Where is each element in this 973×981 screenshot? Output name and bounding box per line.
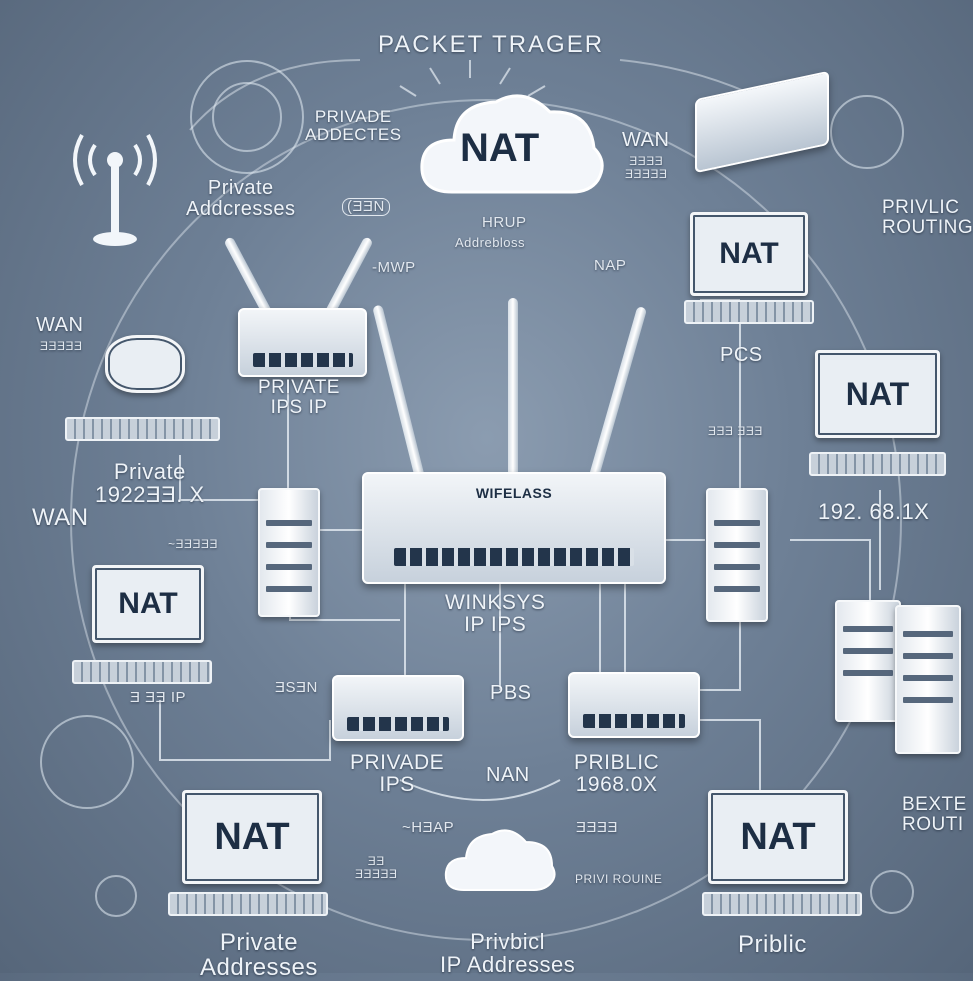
label-nan: NAN [486,764,530,786]
server-rack-a [835,600,901,722]
nat-pc-bottom-left: NAT [168,790,328,920]
nat-pc-right: NAT [809,350,946,490]
router-brand-label: WIFELASS [475,485,553,501]
pc-left-top [65,335,220,445]
nat-laptop-top-right: NAT [684,212,814,332]
nat-cloud-top: NAT [412,82,608,200]
server-tower-left [258,488,320,617]
label-pbs: PBS [490,682,532,704]
badge-left-icon [95,875,137,917]
label-hrup: HRUP [482,214,527,231]
nat-screen-label: NAT [845,375,910,412]
label-pcs: PCS [720,344,763,366]
router-private-lower [332,675,464,741]
label-wan-left: WAN [36,314,84,336]
label-code-680: (ƎƎN [342,198,390,216]
label-wan-left2: WAN [32,504,89,531]
label-ssip: Ǝ ƎƎ IP [130,689,187,706]
nat-screen-label: NAT [740,815,816,858]
nat-pc-left: NAT [72,565,212,690]
label-priblic: Priblic [738,931,807,958]
label-ip-range-right: 192. 68.1X [818,499,930,524]
label-hsap: ~HƎAP [402,819,455,836]
router-private [238,308,367,377]
label-nap: NAP [594,257,627,274]
nat-screen-label: NAT [118,587,178,620]
label-ganu: ƎƎƎƎƎ [40,339,83,353]
label-mwp: -MWP [372,259,416,276]
signal-rings-inner-icon [212,82,282,152]
target-icon [830,95,904,169]
label-wan-top: WAN [622,129,670,151]
nat-screen-label: NAT [214,815,290,858]
badge-right-icon [870,870,914,914]
label-bottom-right-small: PRIVI ROUINE [575,872,663,886]
radar-icon [40,715,134,809]
label-ieso: ƎƎƎƎ [576,819,619,836]
label-addrebloss: Addrebloss [455,235,526,250]
antenna-icon [508,298,518,488]
label-dots-r: ƎƎƎ ƎƎƎ [708,424,763,438]
label-sus: ~ƎƎƎƎƎ [168,537,219,551]
label-ssn: ƎSƎN [275,679,318,696]
nat-screen-label: NAT [719,237,779,270]
wireless-router-main: WIFELASS [362,472,666,584]
server-tower-right [706,488,768,622]
signal-rings-icon [190,60,304,174]
wifi-antenna-icon [73,134,157,246]
router-public-lower [568,672,700,738]
server-rack-b [895,605,961,754]
nat-pc-bottom-right: NAT [702,790,862,920]
nat-cloud-top-label: NAT [460,126,540,170]
page-title: PACKET TRAGER [378,31,605,58]
cloud-bottom [440,822,560,894]
